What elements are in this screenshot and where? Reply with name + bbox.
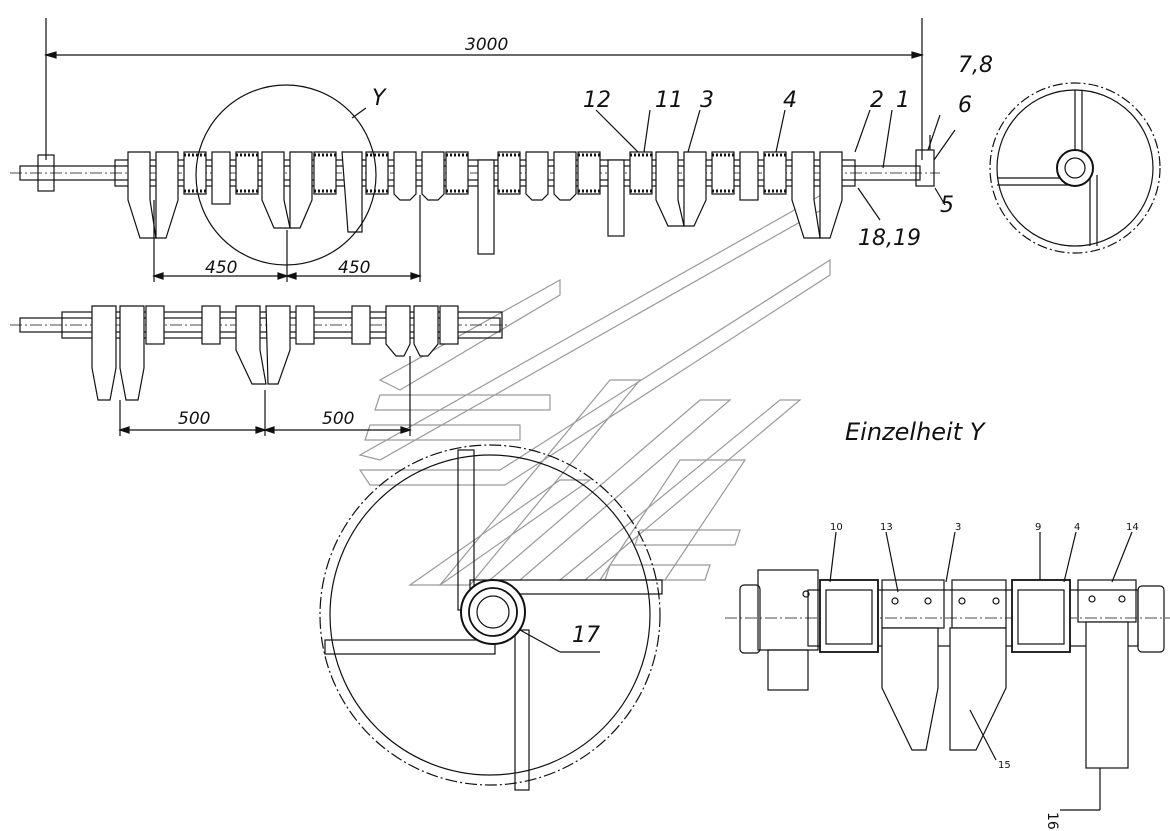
- watermark-logo: [358, 188, 831, 586]
- callout-1: 1: [896, 88, 910, 113]
- callout-y: Y: [372, 86, 387, 111]
- callout-18-19: 18,19: [858, 226, 921, 251]
- detail-callout-9: 9: [1035, 522, 1041, 533]
- flange-groups: [183, 151, 787, 195]
- detail-holes: [802, 590, 1126, 605]
- knives: [127, 151, 843, 255]
- callout-5: 5: [940, 193, 954, 218]
- callout-3: 3: [700, 88, 714, 113]
- callout-17: 17: [572, 623, 600, 648]
- end-view: [989, 82, 1161, 254]
- detail-callout-3: 3: [955, 522, 961, 533]
- dimension-450-left: 450: [205, 258, 237, 278]
- callout-12: 12: [583, 88, 611, 113]
- detail-callout-16: 16: [1044, 812, 1060, 830]
- top-assembly: [10, 18, 956, 282]
- dimension-500-right: 500: [322, 409, 354, 429]
- callout-4: 4: [783, 88, 797, 113]
- detail-callout-14: 14: [1126, 522, 1139, 533]
- callout-6: 6: [958, 93, 972, 118]
- detail-callout-15: 15: [998, 760, 1011, 771]
- dimension-overall: 3000: [465, 35, 508, 55]
- dimension-500-left: 500: [178, 409, 210, 429]
- detail-callout-13: 13: [880, 522, 893, 533]
- callout-11: 11: [655, 88, 683, 113]
- detail-y: [725, 531, 1170, 811]
- callout-7-8: 7,8: [958, 53, 993, 78]
- detail-callout-10: 10: [830, 522, 843, 533]
- cross-section: [319, 444, 663, 791]
- detail-title: Einzelheit Y: [845, 418, 987, 446]
- detail-callout-4: 4: [1074, 522, 1080, 533]
- dimension-450-right: 450: [338, 258, 370, 278]
- callout-2: 2: [870, 88, 884, 113]
- middle-assembly: [10, 305, 510, 436]
